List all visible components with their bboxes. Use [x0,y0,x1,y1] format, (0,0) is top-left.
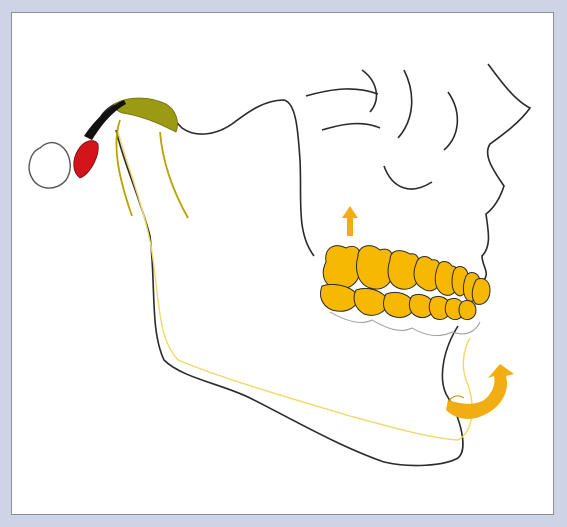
face-profile [482,64,530,280]
nasal-stroke [384,166,432,189]
ear-circle [29,143,70,188]
lower-tooth-2 [354,288,388,315]
articular-disc-red [74,141,99,178]
lower-tooth-1 [320,284,358,311]
orbit-upper-stroke [306,89,378,96]
lower-tooth-7 [459,300,476,319]
arrow-up-icon [342,206,358,236]
curved-arrow-icon [446,364,514,419]
condyle-stroke-right [160,132,188,218]
tooth-1 [323,246,361,289]
zygomatic-stroke-3 [444,92,457,150]
zygomatic-stroke-2 [398,70,412,138]
orbit-lower-stroke [322,124,380,130]
tooth-8 [472,278,490,304]
